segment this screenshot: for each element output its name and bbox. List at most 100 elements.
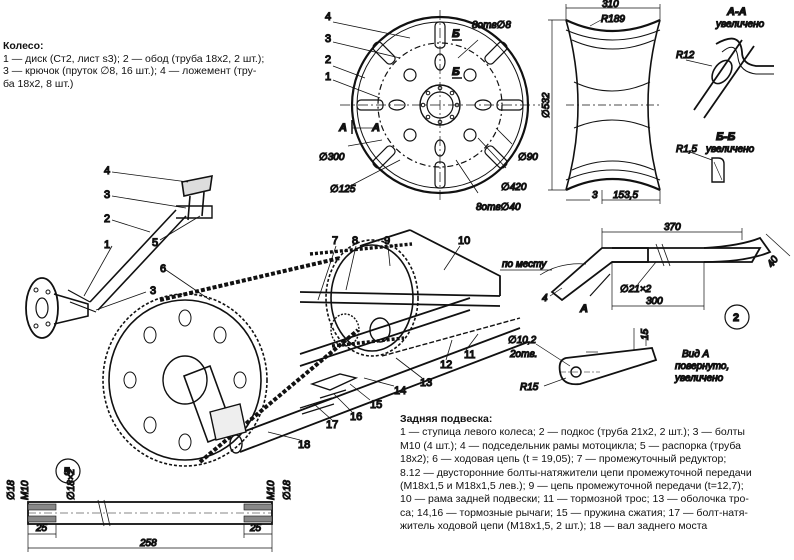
section-mark-b: Б [452, 28, 460, 40]
dim-r12: R12 [676, 50, 695, 61]
assembly-callout-9: 9 [384, 235, 390, 247]
aa-tube-section [711, 59, 733, 85]
dim-4: 4 [542, 293, 548, 304]
intermediate-chain [309, 242, 413, 348]
dim-d532: ∅532 [541, 92, 552, 118]
dim-d18x2: ∅18×2 [66, 468, 77, 500]
assembly-callout-13: 13 [420, 377, 432, 389]
dim-m10-right: M10 [266, 480, 277, 500]
rear-axle-shaft [231, 327, 529, 453]
section-bb-marks [452, 39, 462, 79]
dim-25-right: 25 [249, 523, 262, 534]
part-2-strut: 370 300 ∅21×2 40 по месту 4 A 2 [500, 221, 791, 330]
dim-r189: R189 [601, 14, 625, 25]
rim-top-inner [565, 29, 661, 41]
suspension-caption-line: житель ходовой цепи (М18x1,5, 2 шт.); 18… [400, 520, 708, 533]
part-2-number-circle [724, 304, 750, 330]
dim-holes-top: 8отв∅8 [472, 20, 511, 31]
rear-suspension-assembly: 4 3 2 1 5 6 3 7 8 9 10 11 12 13 14 15 16… [25, 164, 529, 467]
rim-bottom-curve [565, 177, 661, 192]
dim-d18-right: ∅18 [282, 480, 293, 500]
frame-tube-lower [299, 297, 471, 367]
dim-d420: ∅420 [501, 182, 527, 193]
assembly-callout-15: 15 [370, 399, 382, 411]
frame-tube-upper [299, 291, 501, 307]
strut-tube [89, 209, 187, 311]
view-a-plate [558, 347, 658, 386]
hole [403, 68, 417, 82]
suspension-caption-line: (М18x1,5 и М18x1,5 лев.); 9 — цепь проме… [400, 480, 744, 493]
part-5-number: 5 [64, 466, 70, 478]
part-5-number-circle [55, 458, 81, 484]
sprocket-disc [108, 299, 262, 461]
suspension-caption-line: са; 14,16 — тормозные рычаги; 15 — пружи… [400, 506, 748, 519]
aa-tube [693, 39, 755, 119]
wheel-caption: Колесо: 1 — диск (Ст2, лист s3); 2 — обо… [3, 40, 303, 90]
hole [463, 68, 477, 82]
rim-bottom-inner [565, 169, 661, 181]
suspension-caption-title: Задняя подвеска: [400, 413, 493, 425]
assembly-callout-10: 10 [458, 235, 470, 247]
wheel-caption-line: 3 — крючок (пруток ∅8, 16 шт.); 4 — ложе… [3, 65, 257, 77]
lodgement [372, 41, 396, 65]
assembly-callout-16: 16 [350, 411, 362, 423]
rim-hub-lines [573, 81, 651, 129]
strut-body [612, 247, 762, 263]
int-sprocket-disc [330, 244, 414, 352]
wheel-callout-4: 4 [325, 11, 331, 23]
dim-15: 15 [640, 328, 651, 340]
dim-25-left: 25 [35, 523, 48, 534]
section-mark-a: A [371, 122, 380, 134]
int-sprocket-teeth [325, 239, 419, 357]
dim-258: 258 [139, 538, 157, 549]
note-po-mestu: по месту [502, 259, 547, 270]
chain-tensioner-bolt [299, 397, 335, 415]
view-a-mark: A [579, 303, 588, 315]
assembly-callout-2: 2 [104, 213, 110, 225]
view-a-sub1: повернуто, [675, 361, 729, 372]
hole [403, 128, 417, 142]
strut-break [655, 243, 665, 267]
view-a: 15 ∅10,2 2отв. R15 Вид А повернуто, увел… [507, 328, 729, 394]
dim-310: 310 [602, 0, 619, 10]
dim-d300: ∅300 [319, 152, 345, 163]
hole [463, 128, 477, 142]
assembly-callout-1: 1 [104, 239, 110, 251]
section-aa-subtitle: увеличено [715, 19, 765, 30]
assembly-callout-3: 3 [104, 189, 110, 201]
wheel-front-view: 4 3 2 1 A A Б Б 8отв∅8 8отв∅40 ∅300 ∅125… [318, 10, 540, 214]
intermediate-sprocket [325, 239, 419, 357]
assembly-callout-12: 12 [440, 359, 452, 371]
section-bb-title: Б-Б [716, 131, 735, 143]
thread-left [27, 503, 57, 511]
seat-post-bracket [181, 174, 213, 197]
suspension-caption-line: 10 — рама задней подвески; 11 — тормозно… [400, 493, 749, 506]
section-aa-title: А-А [726, 6, 747, 18]
assembly-callout-7: 7 [332, 235, 338, 247]
aa-hook-inner [721, 46, 774, 75]
dim-m10-left: M10 [20, 480, 31, 500]
suspension-caption-line: 18x2); 6 — ходовая цепь (t = 19,05); 7 —… [400, 453, 727, 466]
frame-rear [359, 229, 501, 296]
left-hub [25, 277, 89, 339]
view-a-title: Вид А [682, 349, 710, 360]
wheel-caption-line: ба 18x2, 8 шт.) [3, 77, 74, 90]
sprocket-hub [162, 355, 208, 405]
dim-d21x2: ∅21×2 [620, 284, 652, 295]
lodgement [484, 41, 508, 65]
section-aa: А-А увеличено R12 [675, 5, 774, 119]
dim-holes-bottom: 8отв∅40 [476, 202, 521, 213]
wheel-caption-title: Колесо: [3, 40, 44, 52]
assembly-callout-3b: 3 [150, 285, 156, 297]
wheel-callout-3: 3 [325, 33, 331, 45]
part-2-number: 2 [733, 312, 739, 324]
drive-chain [159, 256, 360, 464]
assembly-callout-8: 8 [352, 235, 358, 247]
lodgement [372, 145, 396, 169]
section-mark-b: Б [452, 66, 460, 78]
rim-mid-lines [571, 39, 655, 171]
wheel-centerlines [340, 10, 540, 200]
suspension-caption: Задняя подвеска: 1 — ступица левого коле… [400, 413, 792, 534]
